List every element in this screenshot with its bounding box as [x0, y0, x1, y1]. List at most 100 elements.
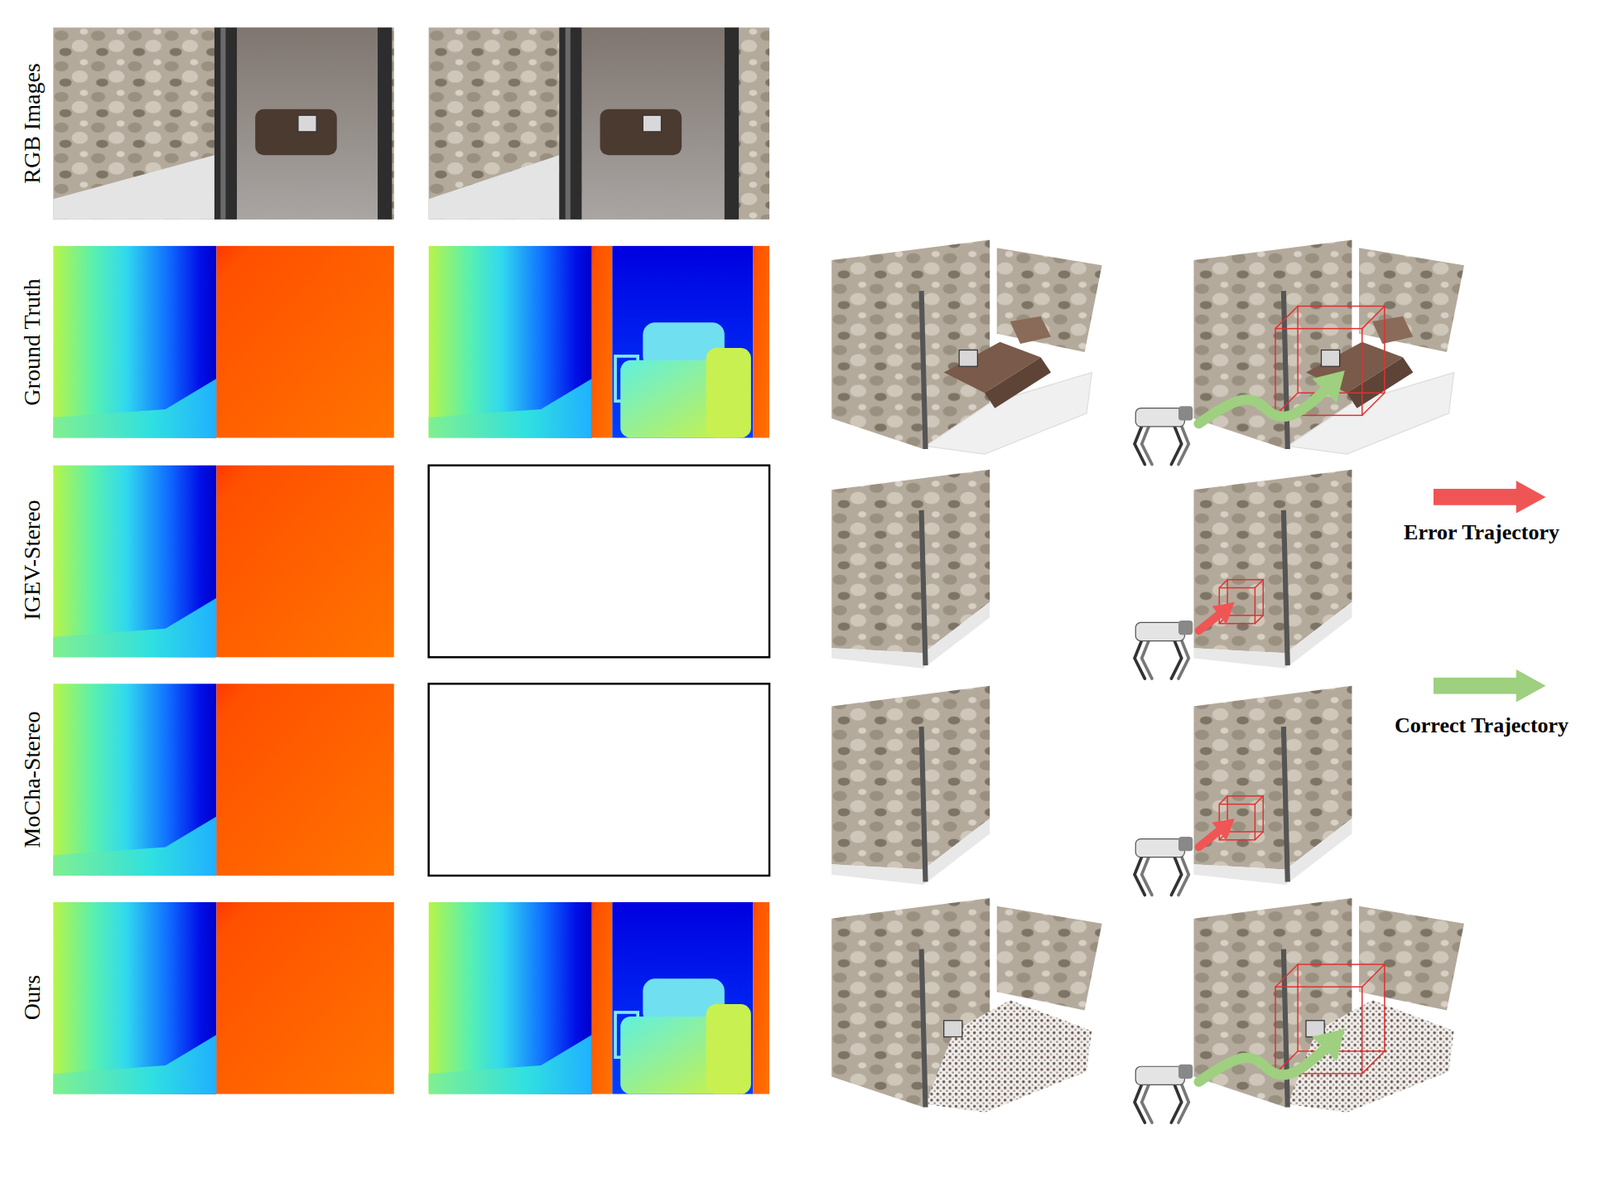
- box-edge: [1362, 392, 1385, 415]
- depth-door: [592, 901, 613, 1094]
- depth-map: [428, 245, 770, 439]
- point-cloud: [1193, 239, 1464, 454]
- robot-head: [1178, 836, 1193, 851]
- robot-dog: [1134, 620, 1193, 679]
- door-frame: [377, 27, 392, 220]
- depth-door: [216, 465, 394, 658]
- depth-wall: [428, 245, 593, 439]
- trajectory-head: [1212, 818, 1235, 841]
- depth-door: [216, 245, 394, 439]
- legend-error-arrow: [1433, 480, 1547, 513]
- floor: [428, 154, 560, 220]
- cloud-pillow: [1320, 350, 1340, 367]
- depth-door: [216, 901, 394, 1094]
- point-cloud: [1193, 685, 1352, 885]
- cloud-frame: [1283, 949, 1288, 1108]
- stone-wall: [53, 27, 394, 220]
- robot-dog: [1134, 836, 1193, 895]
- cloud-wall: [997, 906, 1103, 1011]
- robot-leg: [1178, 853, 1189, 895]
- cloud-frame: [1283, 290, 1288, 449]
- robot-body: [1135, 838, 1185, 858]
- correct-trajectory: [1199, 1028, 1345, 1082]
- trajectory-line: [1199, 614, 1220, 632]
- point-cloud: [831, 469, 990, 669]
- row-label: RGB Images: [19, 62, 46, 184]
- cloud-frame: [921, 726, 926, 882]
- robot-dog: [1134, 405, 1193, 464]
- robot-body: [1135, 408, 1185, 427]
- cloud-frame: [1283, 510, 1288, 666]
- cloud-frame: [921, 290, 926, 449]
- door-frame: [220, 27, 226, 220]
- point-cloud: [831, 685, 990, 885]
- depth-door: [752, 901, 770, 1094]
- point-cloud: [1193, 897, 1464, 1113]
- point-cloud: [831, 897, 1102, 1113]
- robot-head: [1178, 1064, 1193, 1079]
- cloud-frame: [1283, 726, 1288, 882]
- trajectory-head: [1212, 602, 1235, 625]
- legend-label: Correct Trajectory: [1394, 713, 1569, 738]
- depth-sofa-arm: [706, 347, 752, 438]
- cloud-wall: [831, 239, 990, 449]
- depth-map: [53, 683, 394, 876]
- depth-floor: [53, 1034, 217, 1094]
- cloud-pillow: [944, 1020, 963, 1037]
- empty-panel: [428, 683, 770, 876]
- rgb-image: [53, 27, 394, 220]
- stone-wall: [428, 27, 770, 220]
- box-edge: [1254, 579, 1263, 588]
- depth-map: [53, 245, 394, 439]
- empty-panel: [428, 465, 770, 658]
- legend-label: Error Trajectory: [1403, 520, 1560, 545]
- robot-head: [1178, 620, 1193, 635]
- depth-sofa-arm: [706, 1003, 752, 1094]
- cloud-frame: [921, 949, 926, 1108]
- cloud-floor: [1193, 602, 1352, 669]
- trajectory-line: [1199, 830, 1220, 848]
- row-label: Ours: [19, 974, 46, 1020]
- depth-floor: [428, 378, 593, 438]
- robot-leg: [1142, 637, 1152, 679]
- box-edge: [1362, 963, 1385, 987]
- depth-door: [216, 683, 394, 876]
- box-edge: [1227, 579, 1263, 616]
- target-box: [1275, 306, 1385, 416]
- sofa: [600, 109, 683, 155]
- trajectory-line: [1199, 390, 1326, 424]
- depth-wall: [53, 683, 217, 876]
- cloud-wall: [1359, 906, 1465, 1011]
- door-frame: [214, 27, 237, 220]
- robot-body: [1135, 1065, 1185, 1085]
- cloud-pillow: [959, 350, 978, 367]
- robot-leg: [1142, 423, 1152, 464]
- trajectory-head: [1311, 370, 1345, 403]
- depth-wall: [428, 901, 593, 1094]
- depth-door: [592, 245, 613, 439]
- target-box: [1275, 963, 1385, 1074]
- door-frame: [559, 27, 582, 220]
- robot-head: [1178, 405, 1193, 420]
- door-frame: [565, 27, 571, 220]
- box-edge: [1254, 795, 1263, 805]
- box-edge: [1254, 615, 1263, 624]
- depth-map: [53, 465, 394, 658]
- door-frame: [724, 27, 739, 220]
- cloud-floor: [831, 602, 990, 669]
- robot-leg: [1142, 1081, 1152, 1123]
- robot-dog: [1134, 1064, 1193, 1123]
- cloud-sofa: [1346, 356, 1413, 409]
- trajectory-line: [1199, 1048, 1326, 1081]
- depth-room: [612, 245, 753, 439]
- robot-leg: [1178, 1081, 1189, 1123]
- arrow-head: [1516, 669, 1547, 702]
- point-cloud: [1193, 469, 1352, 669]
- trajectory-head: [1311, 1028, 1345, 1061]
- depth-wall: [53, 465, 217, 658]
- cloud-wall: [997, 247, 1103, 352]
- depth-door: [752, 245, 770, 439]
- rgb-image: [428, 27, 770, 220]
- floor: [53, 154, 215, 220]
- arrow-head: [1516, 480, 1547, 513]
